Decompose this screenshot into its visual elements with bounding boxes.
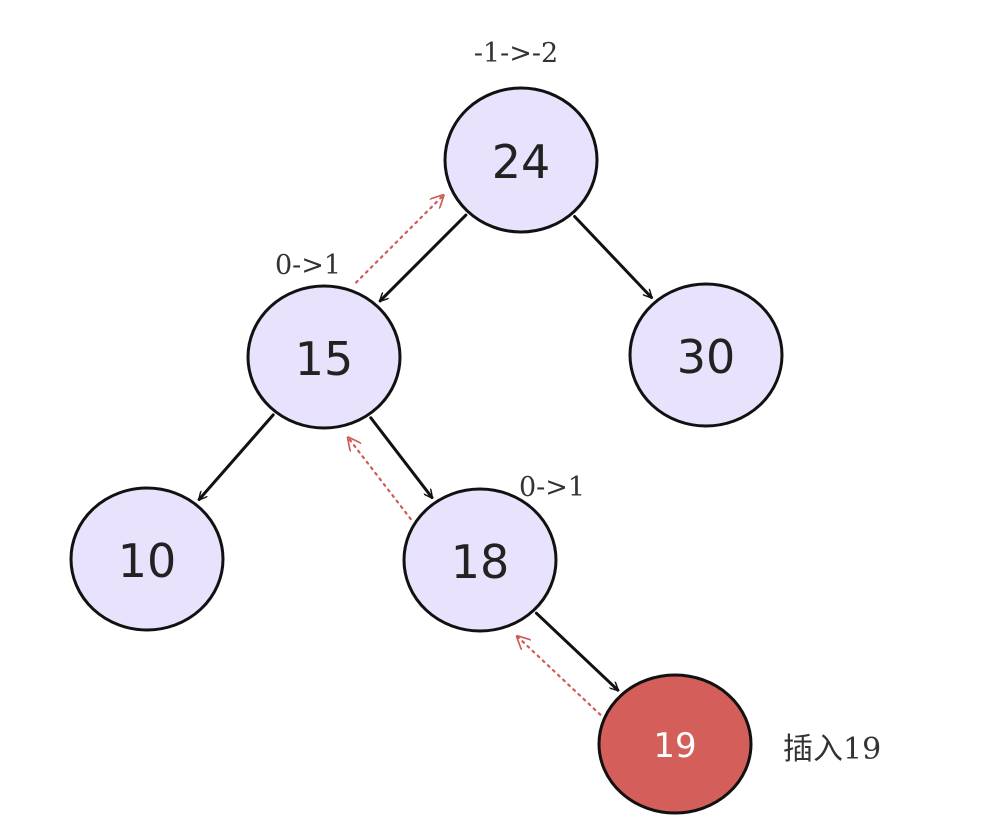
backtrack-arrow-18-to-15	[348, 438, 412, 521]
balance-label-24: -1->-2	[474, 38, 558, 69]
node-10-circle	[69, 486, 225, 632]
balance-label-18: 0->1	[519, 472, 585, 503]
insert-caption: 插入19	[783, 732, 881, 767]
edge-layer	[199, 213, 652, 690]
backtrack-layer	[348, 195, 602, 716]
edge-24-to-30	[573, 215, 652, 298]
node-10-label: 10	[118, 534, 177, 588]
node-18-label: 18	[451, 535, 510, 589]
edge-15-to-10	[199, 413, 275, 500]
node-24-circle	[443, 86, 599, 234]
backtrack-arrow-19-to-18	[517, 636, 602, 716]
node-10: 10	[69, 486, 225, 632]
edge-15-to-18	[369, 416, 432, 498]
edge-24-to-15	[380, 213, 468, 301]
edge-18-to-19	[534, 611, 618, 690]
node-24: 24	[443, 86, 599, 234]
node-30: 30	[628, 282, 784, 428]
backtrack-arrow-15-to-24	[355, 195, 443, 284]
node-30-label: 30	[677, 330, 736, 384]
node-19-label: 19	[653, 726, 696, 766]
node-15-circle	[246, 284, 402, 430]
node-19-circle	[597, 673, 753, 815]
node-15: 15	[246, 284, 402, 430]
balance-label-15: 0->1	[275, 250, 341, 281]
node-18: 18	[402, 487, 558, 633]
node-15-label: 15	[295, 332, 354, 386]
node-24-label: 24	[492, 135, 551, 189]
node-30-circle	[628, 282, 784, 428]
node-19-inserted: 19	[597, 673, 753, 815]
node-18-circle	[402, 487, 558, 633]
